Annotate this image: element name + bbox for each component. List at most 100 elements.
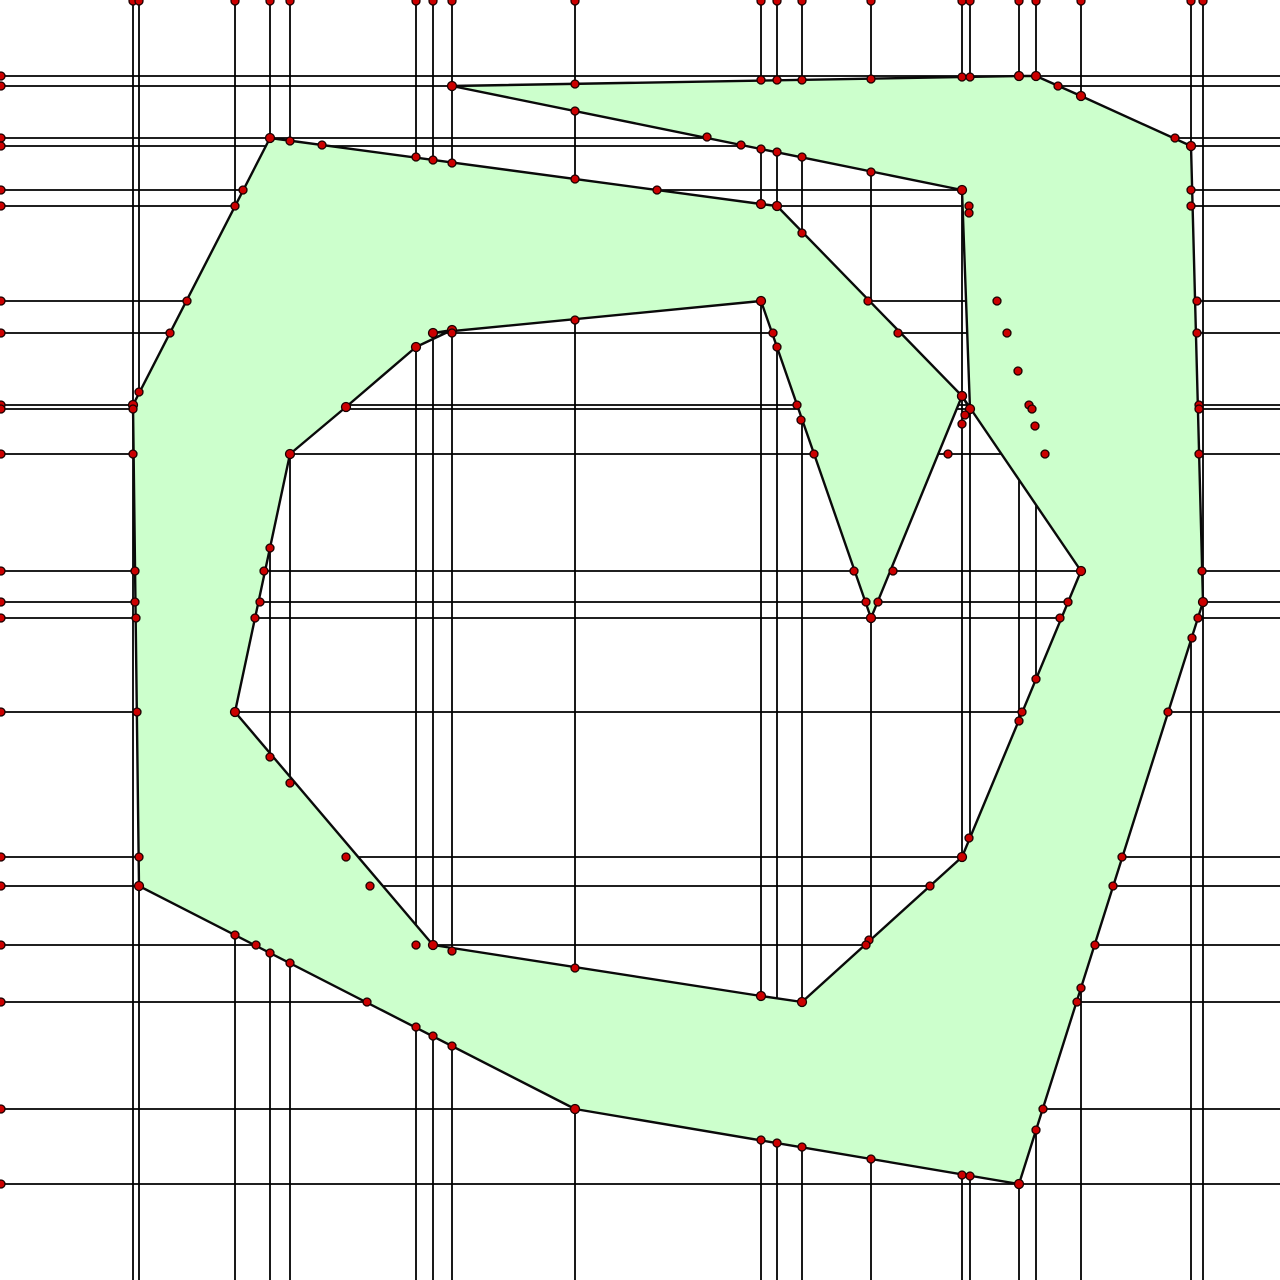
edge-point-marker bbox=[964, 833, 974, 843]
edge-point-marker bbox=[447, 946, 457, 956]
edge-point-marker bbox=[447, 1041, 457, 1051]
edge-point-marker bbox=[230, 930, 240, 940]
inner-vertex-marker bbox=[427, 939, 439, 951]
edge-point-marker bbox=[570, 963, 580, 973]
inner-vertex-marker bbox=[1075, 565, 1087, 577]
edge-point-marker bbox=[768, 328, 778, 338]
outer-vertex-marker bbox=[964, 403, 976, 415]
edge-point-marker bbox=[341, 852, 351, 862]
edge-point-marker bbox=[570, 174, 580, 184]
edge-point-marker bbox=[796, 415, 806, 425]
left-edge-marker bbox=[0, 296, 6, 306]
left-edge-marker bbox=[0, 81, 6, 91]
edge-point-marker bbox=[957, 419, 967, 429]
outer-vertex-marker bbox=[1013, 70, 1025, 82]
top-edge-marker bbox=[772, 0, 782, 6]
edge-point-marker bbox=[428, 1031, 438, 1041]
edge-point-marker bbox=[1055, 613, 1065, 623]
left-edge-marker bbox=[0, 185, 6, 195]
edge-point-marker bbox=[797, 152, 807, 162]
outer-vertex-marker bbox=[264, 132, 276, 144]
edge-point-marker bbox=[1053, 81, 1063, 91]
edge-point-marker bbox=[1170, 133, 1180, 143]
edge-point-marker bbox=[1040, 449, 1050, 459]
left-edge-marker bbox=[0, 707, 6, 717]
edge-point-marker bbox=[1030, 421, 1040, 431]
left-edge-marker bbox=[0, 71, 6, 81]
top-edge-marker bbox=[797, 0, 807, 6]
inner-vertex-marker bbox=[410, 341, 422, 353]
edge-point-marker bbox=[285, 958, 295, 968]
edge-point-marker bbox=[797, 228, 807, 238]
edge-point-marker bbox=[428, 155, 438, 165]
edge-point-marker bbox=[1027, 404, 1037, 414]
edge-point-marker bbox=[250, 613, 260, 623]
edge-point-marker bbox=[1063, 597, 1073, 607]
left-edge-marker bbox=[0, 449, 6, 459]
edge-point-marker bbox=[1186, 201, 1196, 211]
edge-point-marker bbox=[238, 185, 248, 195]
edge-point-marker bbox=[1192, 296, 1202, 306]
edge-point-marker bbox=[130, 597, 140, 607]
edge-point-marker bbox=[943, 449, 953, 459]
edge-point-marker bbox=[134, 852, 144, 862]
edge-point-marker bbox=[165, 328, 175, 338]
edge-point-marker bbox=[1072, 997, 1082, 1007]
edge-point-marker bbox=[957, 1170, 967, 1180]
top-edge-marker bbox=[866, 0, 876, 6]
edge-point-marker bbox=[570, 315, 580, 325]
edge-point-marker bbox=[1031, 1125, 1041, 1135]
outer-vertex-marker bbox=[1013, 1178, 1025, 1190]
left-edge-marker bbox=[0, 404, 6, 414]
edge-point-marker bbox=[1193, 613, 1203, 623]
edge-point-marker bbox=[957, 72, 967, 82]
edge-point-marker bbox=[702, 132, 712, 142]
edge-point-marker bbox=[1194, 404, 1204, 414]
edge-point-marker bbox=[1014, 716, 1024, 726]
edge-point-marker bbox=[1108, 881, 1118, 891]
edge-point-marker bbox=[131, 613, 141, 623]
edge-point-marker bbox=[1002, 328, 1012, 338]
top-edge-marker bbox=[411, 0, 421, 6]
top-edge-marker bbox=[1076, 0, 1086, 6]
edge-point-marker bbox=[411, 940, 421, 950]
left-edge-marker bbox=[0, 1179, 6, 1189]
edge-point-marker bbox=[265, 543, 275, 553]
left-edge-marker bbox=[0, 133, 6, 143]
inner-vertex-marker bbox=[796, 996, 808, 1008]
outer-vertex-marker bbox=[755, 198, 767, 210]
edge-point-marker bbox=[756, 144, 766, 154]
edge-point-marker bbox=[1076, 983, 1086, 993]
edge-point-marker bbox=[925, 881, 935, 891]
left-edge-marker bbox=[0, 1104, 6, 1114]
inner-vertex-marker bbox=[956, 390, 968, 402]
edge-point-marker bbox=[866, 167, 876, 177]
edge-point-marker bbox=[130, 566, 140, 576]
edge-point-marker bbox=[285, 778, 295, 788]
edge-point-marker bbox=[128, 404, 138, 414]
edge-point-marker bbox=[365, 881, 375, 891]
edge-point-marker bbox=[1038, 1104, 1048, 1114]
edge-point-marker bbox=[134, 387, 144, 397]
inner-vertex-marker bbox=[755, 295, 767, 307]
edge-point-marker bbox=[230, 201, 240, 211]
top-edge-marker bbox=[134, 0, 144, 6]
edge-point-marker bbox=[866, 1154, 876, 1164]
top-edge-marker bbox=[1031, 0, 1041, 6]
edge-point-marker bbox=[849, 566, 859, 576]
left-edge-marker bbox=[0, 141, 6, 151]
edge-point-marker bbox=[132, 707, 142, 717]
edge-point-marker bbox=[736, 140, 746, 150]
edge-point-marker bbox=[1017, 707, 1027, 717]
inner-vertex-marker bbox=[340, 401, 352, 413]
outer-vertex-marker bbox=[446, 80, 458, 92]
inner-vertex-marker bbox=[865, 612, 877, 624]
edge-point-marker bbox=[792, 400, 802, 410]
edge-point-marker bbox=[893, 328, 903, 338]
edge-point-marker bbox=[128, 449, 138, 459]
inner-vertex-marker bbox=[956, 851, 968, 863]
left-edge-marker bbox=[0, 613, 6, 623]
edge-point-marker bbox=[251, 940, 261, 950]
left-edge-marker bbox=[0, 566, 6, 576]
edge-point-marker bbox=[1031, 674, 1041, 684]
